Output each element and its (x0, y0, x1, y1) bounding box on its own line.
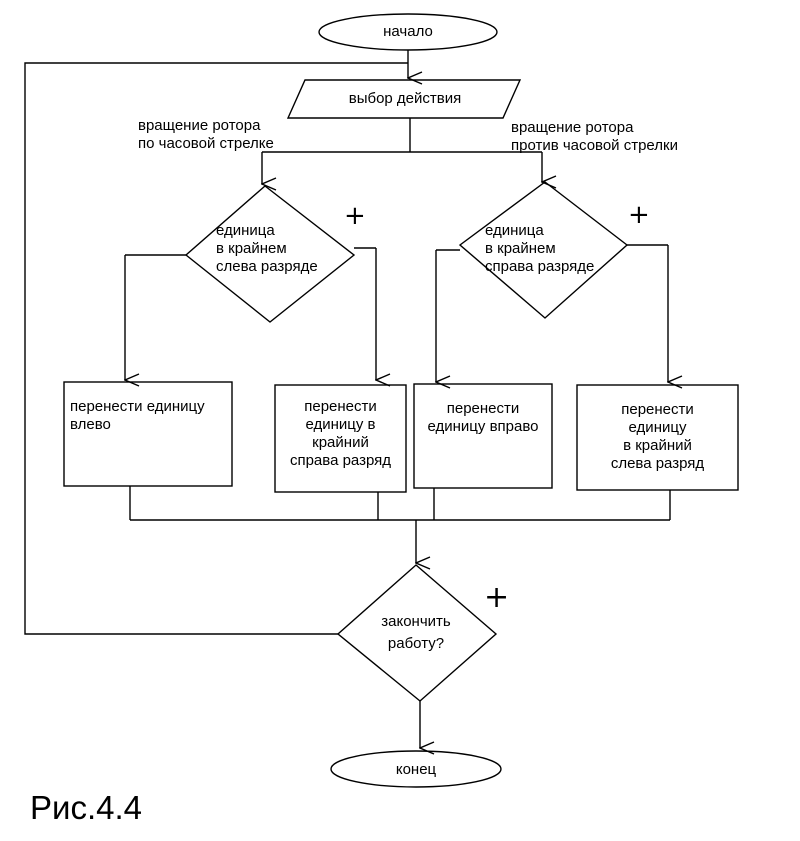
end-terminal (330, 750, 502, 788)
process-box-4-label: перенести единицу в крайний слева разряд (610, 401, 705, 472)
end-label: конец (395, 761, 437, 778)
finish-decision-label: закончить работу? (381, 613, 451, 652)
decision-left-diamond (184, 185, 356, 323)
start-label: начало (383, 23, 433, 40)
select-action-label: выбор действия (348, 90, 462, 107)
figure-caption: Рис.4.4 (30, 789, 142, 826)
process-box-2 (274, 384, 407, 493)
process-box-1 (63, 381, 233, 487)
loop-back-connector (24, 62, 408, 635)
decision-right-diamond (458, 181, 629, 319)
plus-mark-right: + (628, 200, 650, 230)
decision-left-label: единица в крайнем слева разряде (216, 222, 318, 275)
process-box-2-label: перенести единицу в крайний справа разря… (289, 398, 392, 469)
plus-mark-finish: + (484, 580, 510, 615)
plus-mark-left: + (344, 201, 366, 231)
select-action-io (286, 79, 522, 119)
process-box-3 (413, 383, 553, 489)
decision-right-label: единица в крайнем справа разряде (485, 222, 595, 275)
process-box-1-label: перенести единицу влево (70, 398, 205, 433)
process-box-4 (576, 384, 739, 491)
branch-cw-label: вращение ротора по часовой стрелке (138, 117, 274, 152)
process-box-3-label: перенести единицу вправо (427, 400, 539, 435)
branch-ccw-label: вращение ротора против часовой стрелки (511, 119, 678, 154)
